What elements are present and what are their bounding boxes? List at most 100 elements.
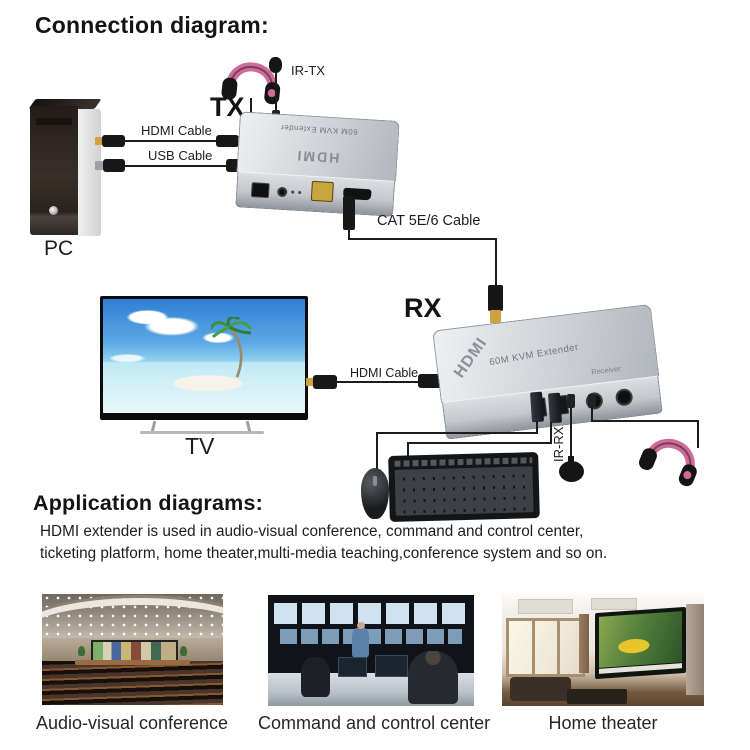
tx-unit-model-text: 60M KVM Extender [280,122,358,137]
cat-cable-seg2 [348,238,497,240]
application-diagrams-title: Application diagrams: [33,491,263,515]
tx-led [291,190,295,194]
keyboard-wire-up [550,422,552,444]
tv-screen-beach-image [103,299,305,413]
rx-audio-jack-port [614,387,634,407]
hdmi-plug-tv-end [313,375,337,389]
p2-monitor-wall-row2 [280,629,462,644]
p1-plant-right [179,646,187,657]
headphones-rx-icon [638,438,697,487]
pc-side-face [78,109,101,236]
description-line2: ticketing platform, home theater,multi-m… [40,545,608,562]
hdmi-cable-tv-line [336,381,422,383]
pc-front-face [30,106,78,235]
headphone-tx-wire [250,98,252,114]
pc-label: PC [44,237,74,260]
p3-window-mullion-2 [557,620,561,674]
tx-led2 [298,190,302,195]
caption-audio-visual-conference: Audio-visual conference [35,713,229,733]
p2-monitor-wall-row1 [274,602,468,624]
description-line1: HDMI extender is used in audio-visual co… [40,523,584,540]
p3-ceiling-light-1 [518,598,573,615]
ir-rx-plug [567,394,575,408]
keyboard-wire-h [407,442,552,444]
ir-rx-wire [570,407,572,463]
tv-label: TV [185,433,215,459]
connection-diagram-title: Connection diagram: [35,12,269,38]
hdmi-plug-gold-tv [306,378,314,386]
ir-rx-receiver-stem [568,456,574,463]
p3-ceiling-light-2 [590,597,638,610]
p1-front-desk [74,659,191,666]
usb-cable-label: USB Cable [148,148,213,163]
p3-coffee-table [566,689,628,704]
usb-plug-metal-pc [95,161,103,170]
headphone-rx-wire-v [591,407,593,422]
usb-plug-mouse [529,391,545,423]
p2-desk-monitor-2 [375,654,408,677]
cat-cable-plug-tx [343,196,355,230]
pc-power-button [49,206,58,215]
p2-person-standing-head [356,621,365,630]
tx-audio-jack-port [276,186,288,198]
ir-tx-emitter-icon [269,57,282,73]
hdmi-plug-tx-end [216,135,239,147]
hdmi-cable-tv-label: HDMI Cable [350,366,419,380]
caption-home-theater: Home theater [548,713,658,733]
headphone-rx-wire-down [697,420,699,448]
caption-command-control-center: Command and control center [258,713,491,733]
pc-drive-bay [36,118,72,125]
keyboard-icon [388,452,540,522]
cat-cable-seg1 [348,228,350,240]
p1-video-wall [90,639,179,663]
p3-right-wall [685,604,704,695]
p2-chair [300,657,330,698]
cat-cable-seg3 [495,238,497,288]
p3-screen-image [598,611,682,668]
ir-rx-label: IR-RX [551,426,566,462]
mouse-wire-up [536,421,538,434]
p2-desk-monitor-1 [338,657,367,677]
p1-seating-rows [42,660,223,705]
headphone-rx-plug [588,394,596,408]
tv-stand-bar [140,431,264,434]
keyboard-fn-row [394,457,533,467]
p2-person-seated [408,650,458,704]
keyboard-keys [394,466,534,516]
usb-cable-line [96,165,248,167]
mouse-wheel [373,476,377,486]
hdmi-plug-gold-pc [95,137,102,145]
rx-unit-receiver-text: Receiver [590,364,622,377]
hdmi-plug-pc-end [102,135,125,147]
p2-person-standing [352,628,369,658]
hdmi-plug-rx-end [418,374,442,388]
p3-window [506,617,585,677]
usb-plug-pc-end [103,159,125,172]
p3-sofa [510,676,571,702]
mouse-icon [361,468,389,519]
photo-audio-visual-conference [42,594,223,705]
photo-command-control-center [268,595,474,706]
ir-tx-label: IR-TX [291,63,325,78]
tv [100,296,308,420]
cat-cable-rj45-body [488,285,503,311]
mouse-wire-h [376,432,537,434]
photo-home-theater [502,593,704,706]
rx-label: RX [404,293,442,323]
p3-curtain [578,614,589,674]
tx-extender-unit: 60M KVM Extender HDMI [234,111,400,217]
rx-unit-hdmi-text: HDMI [450,334,491,382]
p1-plant-left [78,646,86,657]
tx-unit-top-face: 60M KVM Extender HDMI [236,111,400,182]
tx-unit-hdmi-text: HDMI [295,147,340,167]
headphone-rx-wire-h [591,420,699,422]
mouse-wire-v [376,432,378,469]
keyboard-wire-v [407,442,409,457]
p3-window-mullion-1 [532,620,536,674]
ir-tx-wire [275,72,277,112]
ir-rx-receiver-icon [559,461,584,482]
cat-cable-rj45-tip [490,310,501,323]
p3-projection-screen [594,606,686,679]
tx-rj45-port [310,180,334,203]
